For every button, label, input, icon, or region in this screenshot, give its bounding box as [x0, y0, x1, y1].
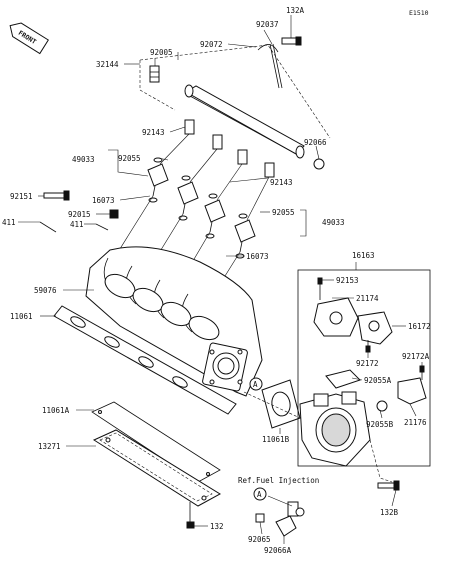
fuel-rail-body: [185, 85, 305, 155]
label-92055B: 92055B: [366, 420, 394, 429]
label-92072: 92072: [200, 40, 223, 49]
label-92066: 92066: [304, 138, 327, 147]
label-32144: 32144: [96, 60, 119, 69]
rail-bracket-hardware: [257, 36, 302, 89]
label-92172: 92172: [356, 359, 379, 368]
label-92153: 92153: [336, 276, 359, 285]
bolt-132B: [377, 480, 400, 491]
label-411-right: 411: [70, 220, 84, 229]
label-92037: 92037: [256, 20, 279, 29]
label-16073-lower: 16073: [246, 252, 269, 261]
label-411-left: 411: [2, 218, 16, 227]
label-92055-right: 92055: [272, 208, 295, 217]
label-49033-left: 49033: [72, 155, 95, 164]
manifold-gasket-11061: [53, 305, 237, 415]
clip-92072: [257, 44, 279, 53]
o-ring-92055B: [376, 400, 388, 412]
label-92015: 92015: [68, 210, 91, 219]
label-92005: 92005: [150, 48, 173, 57]
screw-92172: [365, 345, 371, 353]
fuel-rail: [149, 65, 325, 170]
fuel-rail-end-right: [295, 145, 305, 159]
group-box-16163: [297, 269, 431, 467]
label-11061: 11061: [10, 312, 33, 321]
nut-92015: [109, 209, 119, 219]
label-132B: 132B: [380, 508, 399, 517]
front-arrow-shape: [9, 22, 49, 55]
throttle-body: [299, 391, 371, 467]
plate-13271: [92, 429, 221, 507]
label-132A: 132A: [286, 6, 305, 15]
label-11061B: 11061B: [262, 435, 290, 444]
callout-a-ref: A: [253, 487, 267, 501]
label-132: 132: [210, 522, 224, 531]
wire-411-right: [95, 223, 109, 231]
part-number-labels: 132A 92037 92072 32144 92005 92066 92143…: [2, 6, 431, 555]
label-21176: 21176: [404, 418, 427, 427]
wire-411-left: [39, 221, 57, 233]
label-92151: 92151: [10, 192, 33, 201]
fuel-rail-end-left: [184, 84, 194, 98]
front-arrow-marker: FRONT: [9, 22, 49, 55]
label-92065: 92065: [248, 535, 271, 544]
gasket-92055A: [325, 369, 361, 389]
label-92172A: 92172A: [402, 352, 430, 361]
label-21174: 21174: [356, 294, 379, 303]
callout-a-ref-label: A: [257, 490, 262, 499]
label-16073-upper: 16073: [92, 196, 115, 205]
leader-lines: [18, 15, 423, 544]
injector-o-rings: [148, 157, 248, 259]
page-code: E1510: [409, 9, 429, 17]
injector-3: [204, 149, 248, 233]
fuel-injection-ref-parts: [255, 495, 305, 537]
label-59076: 59076: [34, 286, 57, 295]
label-13271: 13271: [38, 442, 61, 451]
part-92065: [255, 513, 265, 523]
injector-1: [147, 119, 195, 197]
hanger-92037: [269, 43, 280, 89]
screw-92153: [317, 277, 323, 285]
bolt-132: [186, 502, 195, 529]
label-16172: 16172: [408, 322, 431, 331]
label-16163: 16163: [352, 251, 375, 260]
label-92143-upper: 92143: [142, 128, 165, 137]
gasket-11061B: [261, 379, 301, 429]
callout-a-main-label: A: [253, 380, 258, 389]
label-92066A: 92066A: [264, 546, 292, 555]
ref-fuel-injection-note: Ref.Fuel Injection: [238, 476, 319, 485]
manifold-small-hardware: [39, 190, 119, 233]
label-92143-lower: 92143: [270, 178, 293, 187]
label-11061A: 11061A: [42, 406, 70, 415]
fuel-rail-cap: [313, 158, 325, 170]
injector-4: [234, 162, 275, 253]
bolt-92151: [43, 192, 67, 199]
label-49033-right: 49033: [322, 218, 345, 227]
intake-manifold: [85, 246, 263, 397]
callout-a-main: A: [249, 377, 263, 391]
label-92055A: 92055A: [364, 376, 392, 385]
sensor-assembly: [313, 277, 427, 412]
fuel-rail-nipple: [149, 65, 160, 83]
injector-2: [177, 134, 223, 215]
part-92066A: [275, 515, 297, 537]
label-92055-left: 92055: [118, 154, 141, 163]
screw-92172A: [419, 365, 425, 373]
sensor-21176: [397, 377, 427, 405]
